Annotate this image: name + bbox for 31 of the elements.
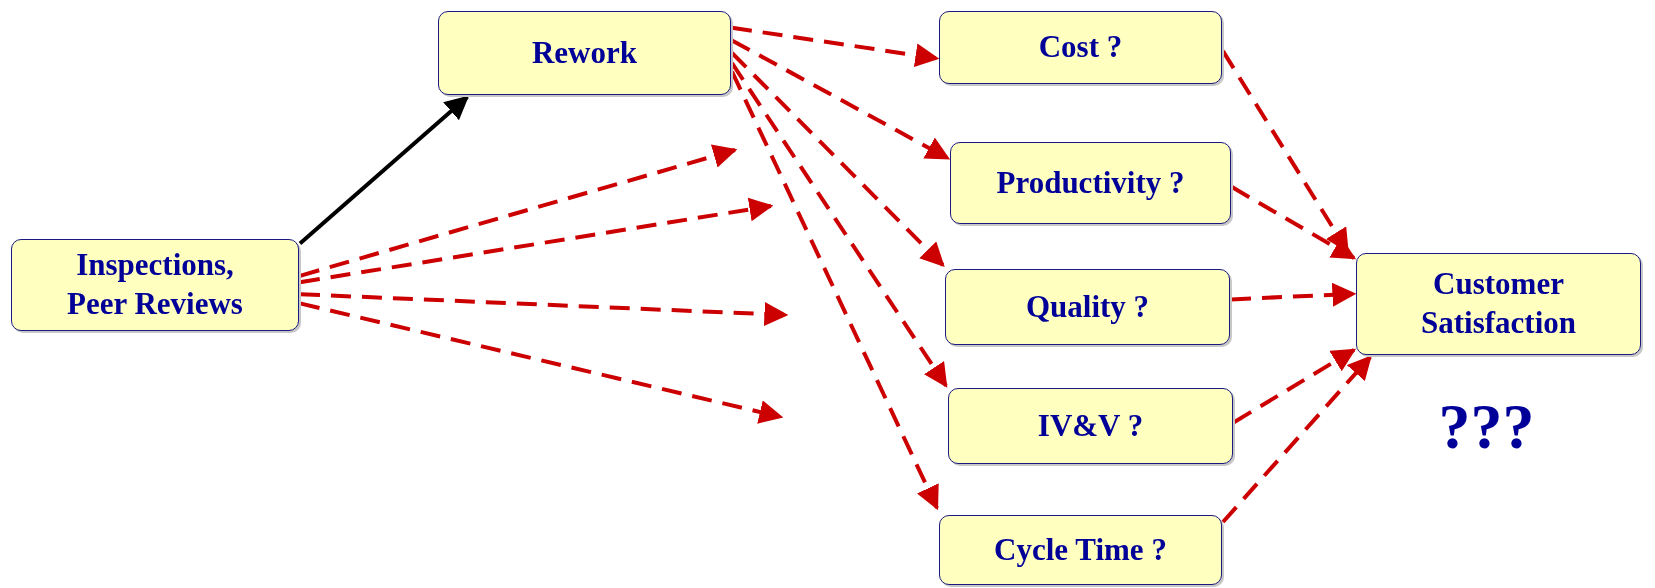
arrow [299,144,738,278]
arrow [730,51,945,267]
process-box [948,388,1233,464]
arrow [1231,185,1357,260]
process-box [1356,253,1641,355]
process-box [945,269,1230,345]
process-box [438,11,731,95]
process-box [950,142,1231,224]
node-label: Productivity ? [996,163,1185,202]
arrow [730,61,948,388]
arrow [1230,282,1357,307]
arrow [298,95,470,246]
arrow [1232,348,1357,424]
node-label: Inspections, Peer Reviews [66,246,244,323]
node-label: Quality ? [1025,287,1150,326]
node-label: Customer Satisfaction [1420,265,1577,342]
arrow [731,38,951,161]
process-box [939,11,1222,84]
node-label: Cycle Time ? [994,530,1167,569]
arrow [299,197,774,285]
arrow [299,292,789,327]
arrow [731,25,940,68]
arrow [730,70,939,511]
question-marks: ??? [1438,395,1535,459]
process-box [939,515,1222,585]
process-box [11,239,299,331]
node-label: IV&V ? [1037,406,1144,445]
arrow [299,301,784,424]
node-label: Rework [531,33,637,72]
arrow [1221,355,1372,524]
node-label: Cost ? [1038,28,1123,67]
